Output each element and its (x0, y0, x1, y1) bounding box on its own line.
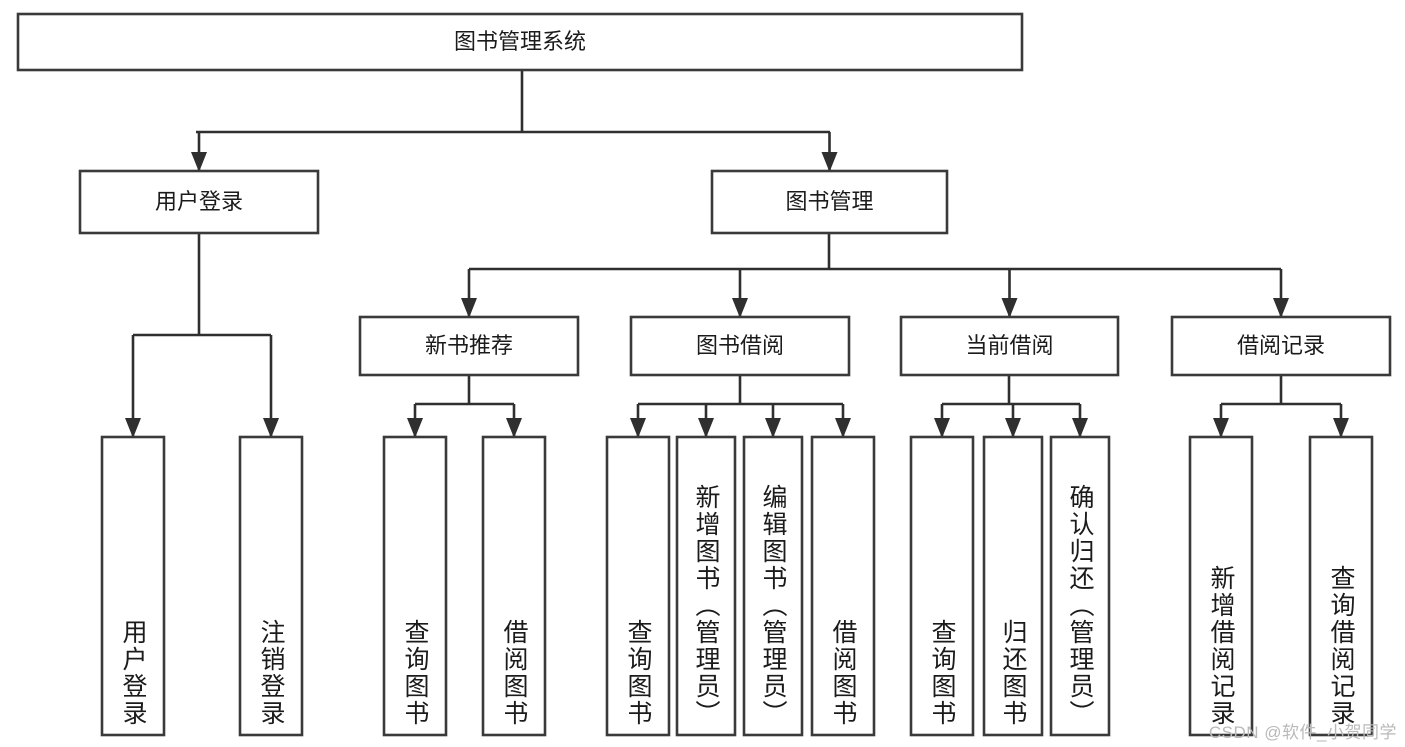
user-login-bus-arrow-0 (125, 418, 141, 438)
node-leaf-4[interactable] (605, 435, 671, 737)
book-mgmt-bus-arrow-2 (1001, 298, 1018, 318)
node-root-label: 图书管理系统 (454, 29, 586, 54)
borrow-bus-arrow-0 (630, 418, 646, 438)
node-leaf-3[interactable] (481, 435, 547, 737)
record-bus-arrow-0 (1213, 418, 1229, 438)
node-level2-3-label: 借阅记录 (1237, 333, 1325, 358)
node-level2-2[interactable] (899, 315, 1120, 377)
node-leaf-10[interactable] (1049, 435, 1111, 737)
node-leaf-9[interactable] (982, 435, 1044, 737)
node-leaf-7[interactable] (810, 435, 876, 737)
node-leaf-1[interactable] (238, 435, 304, 737)
node-leaf-5[interactable] (675, 435, 737, 737)
user-login-bus-arrow-1 (263, 418, 279, 438)
node-level2-1-label: 图书借阅 (696, 333, 784, 358)
borrow-bus-arrow-1 (698, 418, 714, 438)
new-book-bus-arrow-0 (407, 418, 423, 438)
current-bus-arrow-1 (1005, 418, 1021, 438)
node-level2-2-label: 当前借阅 (965, 333, 1053, 358)
node-leaf-11[interactable] (1188, 435, 1254, 737)
node-leaf-0[interactable] (100, 435, 166, 737)
connectors-layer (125, 70, 1349, 438)
node-level1-0[interactable] (78, 169, 320, 235)
node-level2-1[interactable] (629, 315, 851, 377)
root-bus-arrow-1 (821, 152, 838, 172)
node-level2-0[interactable] (358, 315, 580, 377)
node-root[interactable] (16, 12, 1024, 72)
node-leaf-2[interactable] (382, 435, 448, 737)
node-level1-0-label: 用户登录 (155, 189, 243, 214)
current-bus-arrow-0 (934, 418, 950, 438)
node-level2-3[interactable] (1170, 315, 1392, 377)
borrow-bus-arrow-3 (835, 418, 851, 438)
node-level2-0-label: 新书推荐 (425, 333, 513, 358)
node-level1-1[interactable] (710, 169, 949, 235)
node-leaf-6[interactable] (742, 435, 804, 737)
record-bus-arrow-1 (1333, 418, 1349, 438)
new-book-bus-arrow-1 (506, 418, 522, 438)
node-leaf-12[interactable] (1308, 435, 1374, 737)
borrow-bus-arrow-2 (765, 418, 781, 438)
csdn-watermark: CSDN @软件_小贺同学 (1208, 723, 1397, 742)
book-mgmt-bus-arrow-1 (732, 298, 748, 318)
book-mgmt-bus-arrow-3 (1273, 298, 1289, 318)
node-leaf-8[interactable] (909, 435, 975, 737)
current-bus-arrow-2 (1072, 418, 1088, 438)
node-level1-1-label: 图书管理 (785, 189, 873, 214)
book-mgmt-bus-arrow-0 (461, 298, 477, 318)
root-bus-arrow-0 (191, 152, 207, 172)
